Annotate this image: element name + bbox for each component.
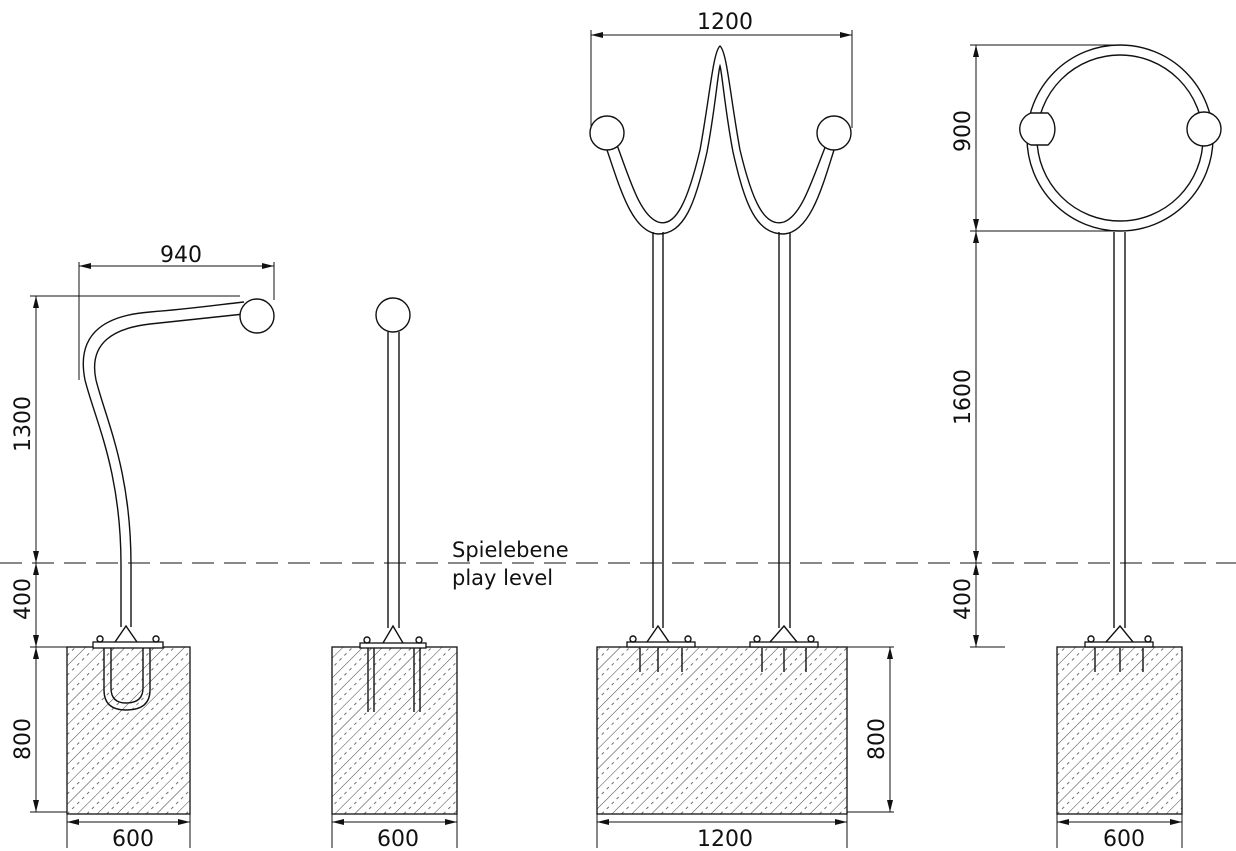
dim-foundation-width-1: 600 bbox=[112, 827, 154, 851]
dim-foundation-width-2: 600 bbox=[377, 827, 419, 851]
play-level-label-en: play level bbox=[452, 566, 553, 590]
dim-foundation-width-4: 600 bbox=[1103, 827, 1145, 851]
ring-outer bbox=[1026, 44, 1214, 232]
curved-post: 940 1300 400 800 600 bbox=[11, 243, 275, 851]
foundation-3 bbox=[596, 646, 848, 815]
straight-post: 600 bbox=[331, 297, 458, 851]
play-level-label-de: Spielebene bbox=[452, 538, 569, 562]
double-wave: 1200 800 1200 bbox=[589, 10, 894, 851]
ball-left-4 bbox=[1019, 112, 1056, 146]
dim-height-4: 1600 bbox=[951, 369, 976, 425]
dim-width-1: 940 bbox=[160, 243, 202, 268]
foundation-4 bbox=[1056, 646, 1183, 815]
ball-right-3 bbox=[816, 115, 852, 151]
ball-left-3 bbox=[589, 115, 625, 151]
foundation-2 bbox=[331, 646, 458, 815]
ball-right-4 bbox=[1186, 111, 1222, 147]
foundation-1 bbox=[66, 646, 191, 815]
dim-foundation-width-3: 1200 bbox=[697, 827, 753, 851]
ring-inner bbox=[1036, 54, 1204, 222]
ball-top-1 bbox=[239, 298, 275, 334]
dim-depth-1: 800 bbox=[11, 718, 36, 760]
dim-width-3: 1200 bbox=[697, 10, 753, 35]
dim-ring-height-4: 900 bbox=[951, 110, 976, 152]
dim-depth-3: 800 bbox=[865, 718, 890, 760]
ring-post: 900 1600 400 600 bbox=[951, 44, 1222, 851]
dim-embed-4: 400 bbox=[951, 578, 976, 620]
dim-embed-1: 400 bbox=[11, 578, 36, 620]
ball-top-2 bbox=[375, 297, 411, 333]
dim-height-1: 1300 bbox=[11, 396, 36, 452]
